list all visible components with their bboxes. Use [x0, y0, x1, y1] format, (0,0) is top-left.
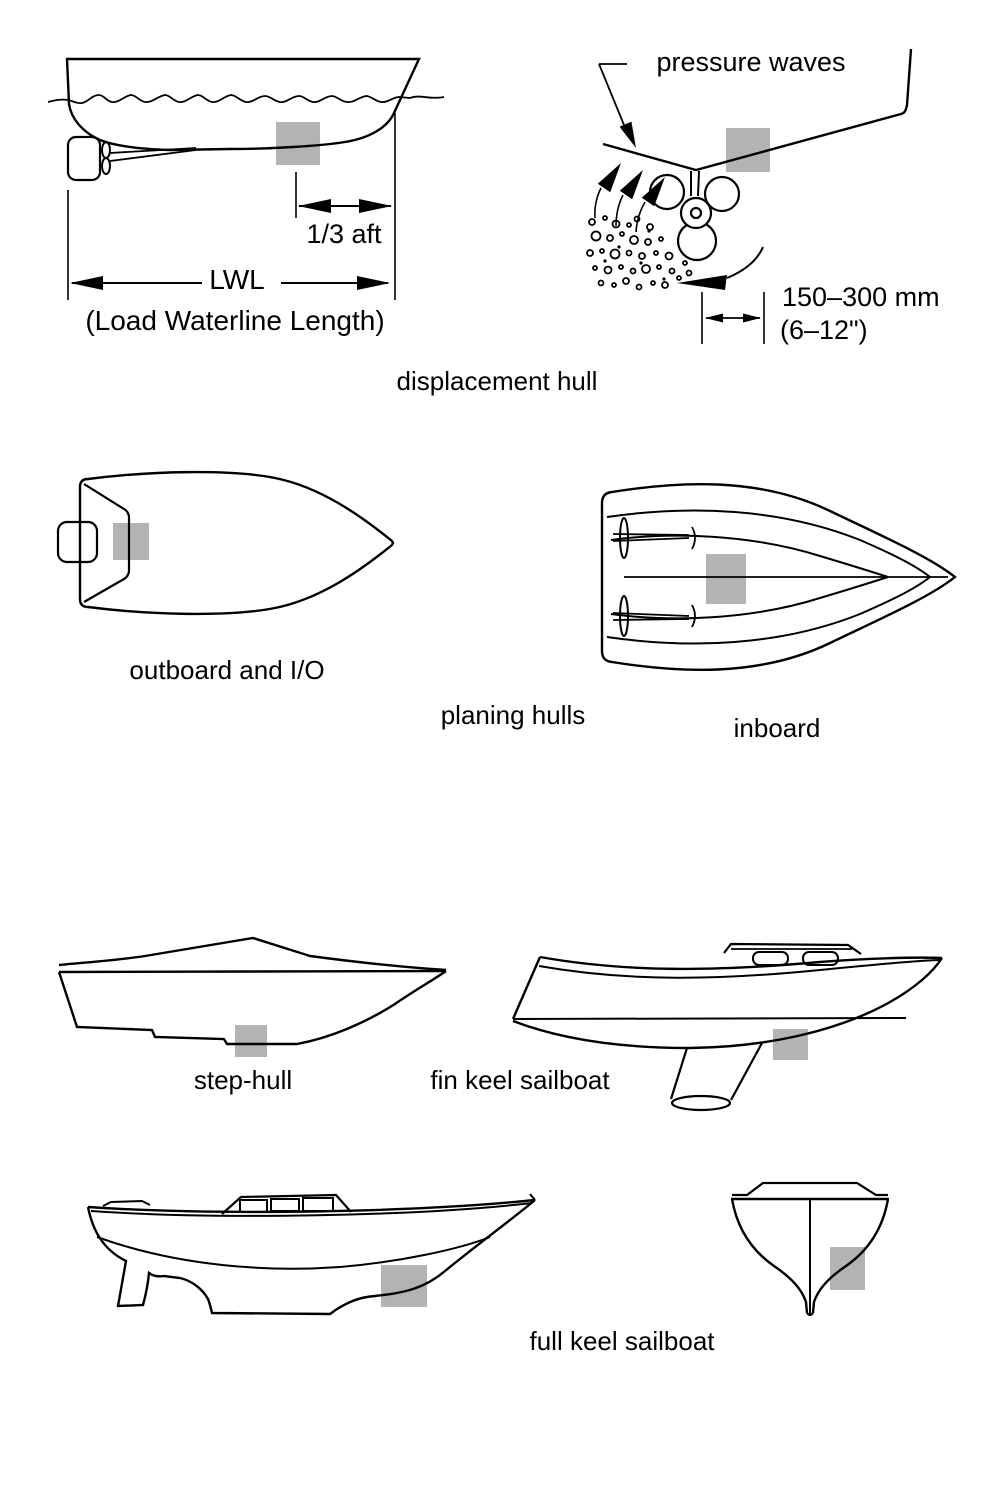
deck-line [58, 969, 447, 974]
flow-arrowhead [677, 275, 727, 290]
displacement-hull-diagram [47, 57, 445, 300]
transducer-marker [726, 128, 770, 172]
offset-arrowheads [705, 313, 761, 323]
hull-bottom-line [602, 48, 913, 172]
leader-line [598, 63, 627, 126]
cabin-window [270, 1198, 300, 1212]
bubble-dots [603, 229, 666, 281]
transducer-markers [113, 122, 865, 1307]
caption-full-keel: full keel sailboat [529, 1326, 715, 1356]
outboard-motor [56, 520, 99, 564]
transducer-marker [706, 554, 746, 604]
prop-shafts [612, 526, 696, 628]
caption-outboard: outboard and I/O [129, 655, 325, 685]
cabin [221, 1193, 352, 1215]
transom-edge [511, 956, 542, 1020]
prop-shaft [109, 147, 197, 162]
annotation-lwl: LWL [209, 264, 265, 295]
hull-side-left [730, 1198, 809, 1314]
sheer-stripe [90, 1202, 533, 1217]
caption-planing-hulls: planing hulls [440, 700, 586, 730]
sheer-line [606, 576, 931, 645]
propeller-blade [101, 141, 111, 159]
cabin-window [802, 951, 839, 966]
annotation-distance-metric: 150–300 mm [782, 282, 940, 312]
deck-line [539, 955, 943, 971]
propeller [619, 517, 629, 559]
inboard-hull-diagram [600, 482, 957, 672]
fin-keel [669, 1042, 763, 1101]
cabin-window [239, 1199, 268, 1213]
keel-bulb [670, 1094, 732, 1112]
cabin-top [732, 1181, 888, 1197]
hull-outline [600, 482, 957, 672]
hull-bottom [512, 957, 944, 1050]
bow-stem [529, 1193, 536, 1201]
transducer-marker [113, 523, 149, 560]
dimension-arrowheads [70, 199, 392, 290]
caption-step-hull: step-hull [193, 1065, 293, 1095]
fin-keel-diagram [511, 942, 944, 1112]
chine-line [610, 576, 889, 620]
annotation-pressure-waves: pressure waves [656, 47, 846, 77]
cabin-window [302, 1197, 334, 1212]
full-keel-section-diagram [730, 1181, 890, 1317]
annotation-distance-imperial: (6–12") [780, 315, 868, 345]
sheer-stripe [538, 959, 942, 979]
bubbles [586, 215, 693, 291]
step-hull-diagram [57, 936, 447, 1046]
transducer-marker [276, 122, 320, 165]
flow-arrow-curve [726, 246, 764, 279]
superstructure [58, 936, 447, 972]
hull-outline [78, 470, 395, 616]
leader-arrowhead [619, 121, 636, 148]
waterline [47, 94, 445, 105]
annotation-third-aft: 1/3 aft [306, 219, 382, 249]
splashwell [83, 483, 131, 603]
waterline [512, 1017, 907, 1020]
stepped-bottom [57, 970, 447, 1046]
transom-closeup-diagram [586, 48, 913, 344]
cabin-window [752, 951, 789, 966]
propeller-blade [101, 157, 111, 175]
annotation-lwl-full: (Load Waterline Length) [85, 305, 385, 336]
stern-toe-rail [102, 1199, 151, 1207]
cabin [723, 942, 862, 955]
bilge-line [96, 1236, 491, 1270]
propeller [619, 595, 629, 637]
pressure-wave-arrows [597, 163, 665, 207]
prop-strut [690, 170, 700, 197]
hull-side-right [811, 1198, 890, 1314]
keel-tip [806, 1312, 814, 1317]
caption-inboard: inboard [733, 713, 821, 743]
hull-outline [65, 57, 421, 152]
caption-fin-keel: fin keel sailboat [430, 1065, 610, 1095]
caption-displacement-hull: displacement hull [396, 366, 598, 396]
keel-and-rudder-outline [86, 1199, 536, 1316]
transducer-marker [235, 1025, 267, 1057]
sheer-line [606, 509, 931, 578]
propeller [648, 173, 741, 262]
outboard-hull-diagram [56, 470, 395, 616]
full-keel-side-diagram [86, 1193, 536, 1316]
rudder [66, 135, 102, 182]
chine-line [610, 534, 889, 578]
